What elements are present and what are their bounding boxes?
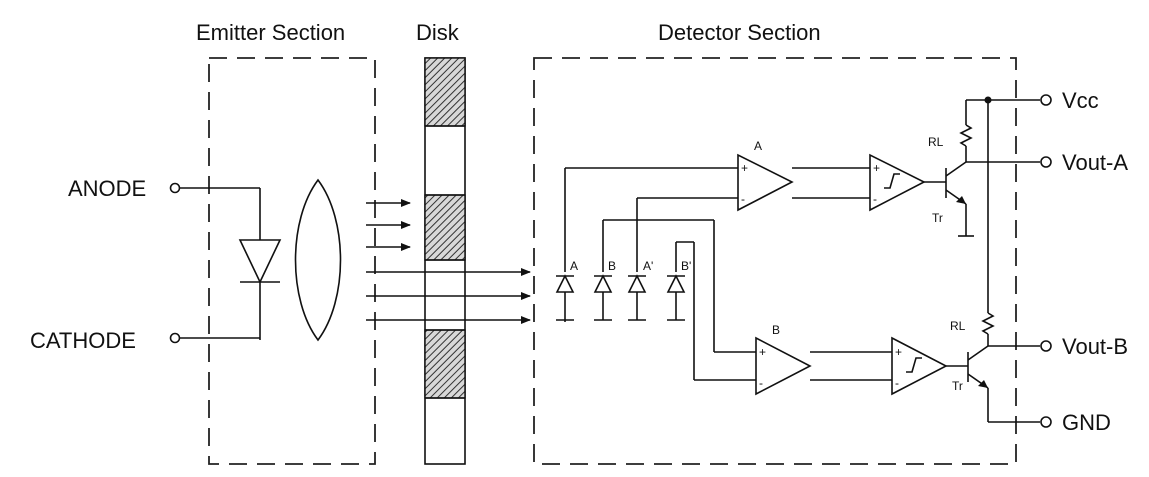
- detector-section-box: [533, 57, 1017, 465]
- anode-label: ANODE: [68, 176, 146, 201]
- photodiode-a: A: [555, 168, 578, 321]
- cathode-label: CATHODE: [30, 328, 136, 353]
- amplifier-a-label: A: [754, 139, 762, 153]
- photodiode-a-prime: A': [627, 198, 653, 321]
- lens-icon: [294, 178, 342, 342]
- anode-terminal: [169, 182, 181, 194]
- gnd-label: GND: [1062, 410, 1111, 435]
- photodiode-b: B: [593, 220, 616, 321]
- photodiode-array: A B A' B': [555, 168, 695, 380]
- photodiode-label-a: A: [570, 259, 578, 273]
- amp-a-plus: +: [741, 161, 748, 175]
- vout-a-terminal: [1040, 156, 1052, 168]
- junction-dot: [984, 96, 992, 104]
- amplifier-b-icon: [755, 336, 812, 396]
- photodiode-label-a-prime: A': [643, 259, 653, 273]
- resistor-a-icon: [959, 124, 973, 147]
- transistor-b-label: Tr: [952, 379, 963, 393]
- schmitt-trigger-a-icon: [869, 153, 926, 212]
- disk-title: Disk: [416, 20, 460, 45]
- vout-b-label: Vout-B: [1062, 334, 1128, 359]
- hysteresis-b-icon: [906, 357, 922, 373]
- vcc-label: Vcc: [1062, 88, 1099, 113]
- schmitt-b-minus: -: [895, 376, 899, 390]
- vout-a-label: Vout-A: [1062, 150, 1128, 175]
- detector-section-title: Detector Section: [658, 20, 821, 45]
- emitter-section-title: Emitter Section: [196, 20, 345, 45]
- channel-b: B + - + - Tr RL: [603, 100, 1040, 423]
- amplifier-a-icon: [737, 153, 794, 212]
- amp-a-minus: -: [741, 192, 745, 206]
- gnd-terminal: [1040, 416, 1052, 428]
- schmitt-a-plus: +: [873, 161, 880, 175]
- output-terminals: Vcc Vout-A Vout-B GND: [1040, 88, 1128, 435]
- amp-b-minus: -: [759, 376, 763, 390]
- light-rays: [366, 199, 531, 324]
- disk-opaque-segment: [424, 57, 466, 127]
- led-emitter: ANODE CATHODE: [30, 176, 342, 353]
- cathode-terminal: [169, 332, 181, 344]
- amp-b-plus: +: [759, 345, 766, 359]
- photodiode-label-b-prime: B': [681, 259, 691, 273]
- resistor-b-icon: [981, 312, 995, 335]
- vout-b-terminal: [1040, 340, 1052, 352]
- disk-opaque-segment: [424, 329, 466, 399]
- schmitt-trigger-b-icon: [891, 336, 948, 396]
- resistor-b-label: RL: [950, 319, 966, 333]
- led-diode-icon: [238, 239, 282, 284]
- disk-opaque-segment: [424, 194, 466, 261]
- photodiode-label-b: B: [608, 259, 616, 273]
- transistor-a-label: Tr: [932, 211, 943, 225]
- schmitt-b-plus: +: [895, 345, 902, 359]
- photodiode-b-prime: B': [666, 241, 695, 380]
- hysteresis-a-icon: [884, 173, 900, 189]
- amplifier-b-label: B: [772, 323, 780, 337]
- schmitt-a-minus: -: [873, 192, 877, 206]
- resistor-a-label: RL: [928, 135, 944, 149]
- vcc-rail: [966, 96, 1040, 104]
- code-disk: [424, 57, 466, 465]
- channel-a: A + - + - Tr RL: [565, 100, 1040, 237]
- vcc-terminal: [1040, 94, 1052, 106]
- emitter-section-box: [208, 57, 376, 465]
